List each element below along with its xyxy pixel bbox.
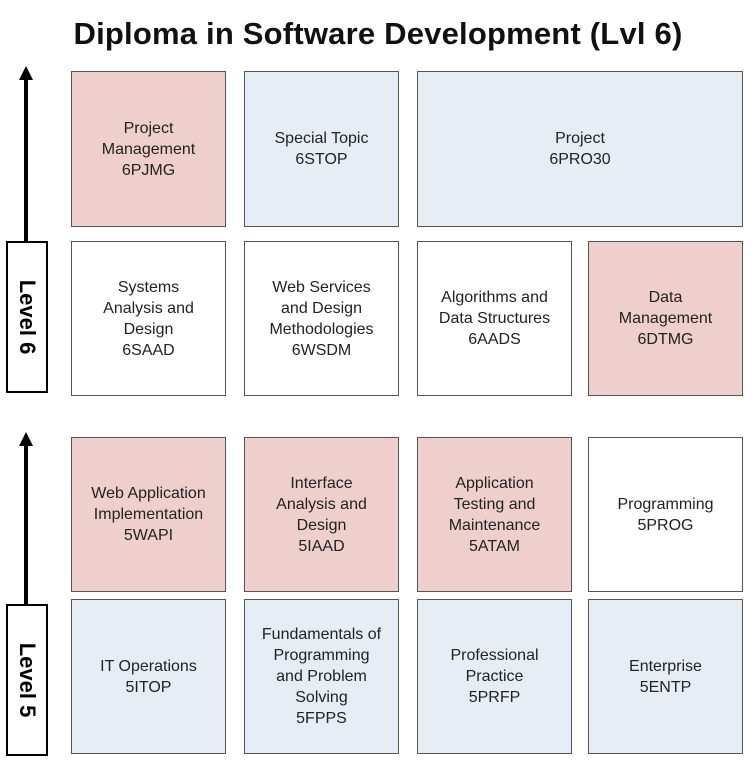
module-name-line: Programming <box>273 647 370 664</box>
module-box: Enterprise 5ENTP <box>588 599 743 754</box>
module-box: Data Management 6DTMG <box>588 241 743 396</box>
module-text: Professional Practice 5PRFP <box>450 645 538 708</box>
module-name-line: Enterprise <box>629 657 702 675</box>
module-name-line: Design <box>123 320 174 338</box>
module-name-line: Testing and <box>453 495 536 513</box>
level-6-label-box: Level 6 <box>6 241 48 393</box>
module-box: Application Testing and Maintenance 5ATA… <box>417 437 572 592</box>
module-code: 5FPPS <box>296 710 347 727</box>
module-text: Interface Analysis and Design 5IAAD <box>276 473 367 557</box>
level-6-label: Level 6 <box>15 279 40 355</box>
module-name-line: Analysis and <box>276 495 367 513</box>
module-name-line: Web Application <box>91 485 206 502</box>
module-text: Programming 5PROG <box>617 494 713 536</box>
module-text: Special Topic 6STOP <box>275 128 369 170</box>
module-name-line: Special Topic <box>274 130 369 147</box>
module-text: Systems Analysis and Design 6SAAD <box>103 277 194 361</box>
module-name-line: Data Structures <box>438 310 551 327</box>
module-name-line: Systems <box>117 278 180 296</box>
module-box: Web Application Implementation 5WAPI <box>71 437 226 592</box>
module-name-line: and Problem <box>276 668 367 685</box>
module-name-line: Design <box>296 516 347 534</box>
arrow-up-icon <box>19 66 33 80</box>
module-name-line: Implementation <box>93 506 204 523</box>
module-name-line: Application <box>455 474 534 492</box>
module-name-line: Web Services <box>272 278 371 296</box>
module-name-line: Project <box>555 130 605 147</box>
module-text: Project 6PRO30 <box>549 128 610 170</box>
module-text: Data Management 6DTMG <box>619 287 712 350</box>
level-5-arrow <box>8 432 44 608</box>
module-box: Algorithms and Data Structures 6AADS <box>417 241 572 396</box>
module-code: 5ENTP <box>639 678 692 696</box>
module-code: 5ITOP <box>125 678 172 696</box>
module-code: 5WAPI <box>123 527 174 544</box>
module-name-line: Professional <box>450 647 539 664</box>
module-name-line: Analysis and <box>103 299 194 317</box>
module-code: 6SAAD <box>122 341 175 359</box>
module-box: IT Operations 5ITOP <box>71 599 226 754</box>
module-box: Programming 5PROG <box>588 437 743 592</box>
module-text: Web Application Implementation 5WAPI <box>91 483 205 546</box>
module-text: Enterprise 5ENTP <box>629 656 702 698</box>
module-box: Project 6PRO30 <box>417 71 743 227</box>
module-text: Fundamentals of Programming and Problem … <box>262 624 381 729</box>
module-box: Professional Practice 5PRFP <box>417 599 572 754</box>
module-name-line: Management <box>101 140 196 158</box>
module-name-line: Programming <box>617 495 714 513</box>
module-code: 5PRFP <box>468 689 521 706</box>
module-name-line: Data <box>648 289 683 306</box>
level-6-arrow <box>8 66 44 246</box>
level-5-label: Level 5 <box>15 642 40 718</box>
module-name-line: IT Operations <box>100 657 197 675</box>
diagram-title: Diploma in Software Development (Lvl 6) <box>73 16 683 51</box>
module-name-line: Maintenance <box>448 516 541 534</box>
module-name-line: Practice <box>465 668 524 685</box>
module-text: Web Services and Design Methodologies 6W… <box>269 277 373 361</box>
module-code: 5ATAM <box>469 537 520 555</box>
module-name-line: Management <box>618 310 713 327</box>
module-box: Web Services and Design Methodologies 6W… <box>244 241 399 396</box>
module-box: Interface Analysis and Design 5IAAD <box>244 437 399 592</box>
module-code: 6DTMG <box>637 331 694 348</box>
module-code: 6PJMG <box>121 161 176 179</box>
module-box: Systems Analysis and Design 6SAAD <box>71 241 226 396</box>
module-code: 6WSDM <box>291 341 352 359</box>
module-name-line: Solving <box>295 689 348 706</box>
module-code: 6PRO30 <box>549 151 611 168</box>
module-box: Project Management 6PJMG <box>71 71 226 227</box>
module-code: 6STOP <box>295 151 348 168</box>
module-box: Fundamentals of Programming and Problem … <box>244 599 399 754</box>
module-name-line: Methodologies <box>269 320 374 338</box>
module-code: 6AADS <box>468 331 521 348</box>
module-box: Special Topic 6STOP <box>244 71 399 227</box>
module-code: 5PROG <box>637 516 694 534</box>
module-text: Algorithms and Data Structures 6AADS <box>439 287 550 350</box>
arrow-up-icon <box>19 432 33 446</box>
module-name-line: and Design <box>281 299 362 317</box>
module-name-line: Project <box>123 119 174 137</box>
module-text: IT Operations 5ITOP <box>100 656 197 698</box>
module-text: Project Management 6PJMG <box>102 118 195 181</box>
module-name-line: Interface <box>290 474 353 492</box>
level-5-label-box: Level 5 <box>6 604 48 756</box>
module-text: Application Testing and Maintenance 5ATA… <box>449 473 541 557</box>
module-code: 5IAAD <box>298 537 345 555</box>
module-name-line: Fundamentals of <box>261 626 382 643</box>
module-name-line: Algorithms and <box>441 289 548 306</box>
